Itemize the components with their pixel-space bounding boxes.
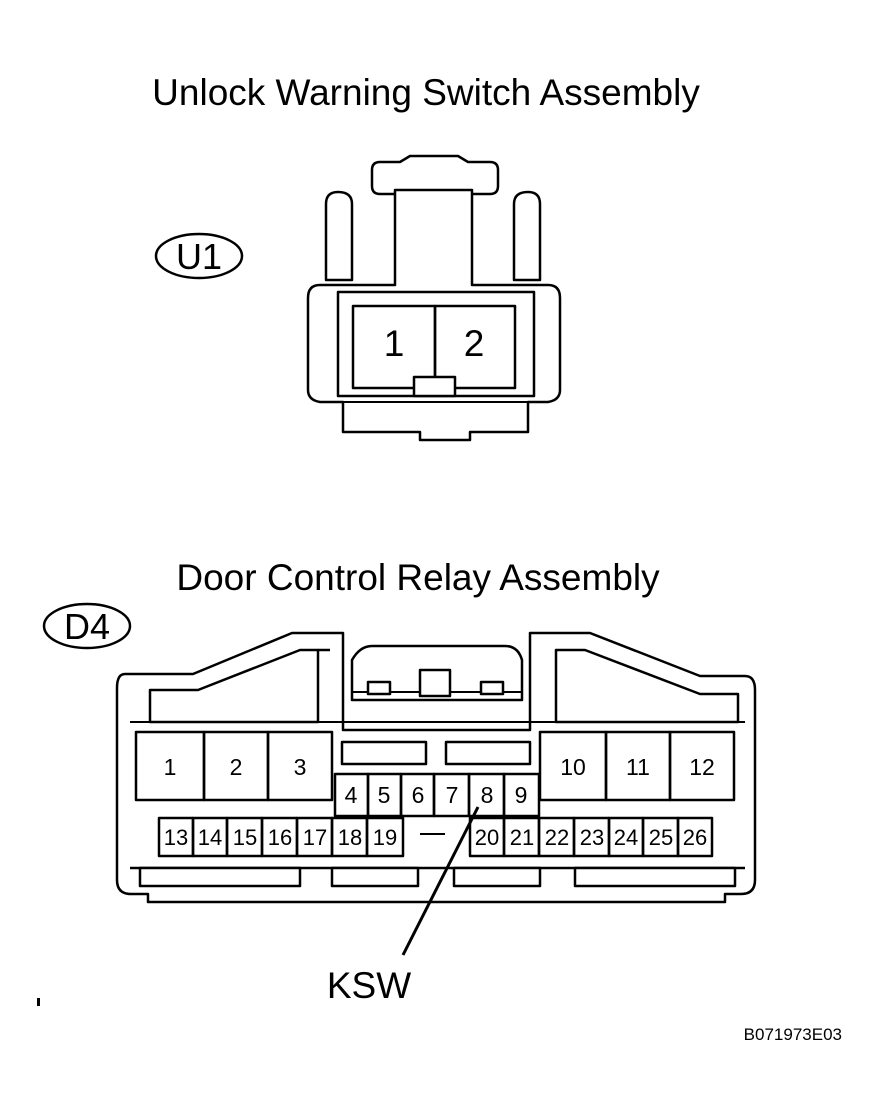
- d4-pin-1: 1: [164, 754, 177, 780]
- stray-mark: [37, 998, 40, 1006]
- d4-title: Door Control Relay Assembly: [176, 557, 660, 598]
- d4-pin-8: 8: [481, 782, 494, 808]
- d4-pin-4: 4: [345, 782, 358, 808]
- d4-pin-15: 15: [233, 825, 257, 850]
- d4-pin-17: 17: [303, 825, 327, 850]
- ksw-callout-label: KSW: [327, 965, 411, 1006]
- d4-pin-25: 25: [649, 825, 673, 850]
- d4-pin-10: 10: [560, 754, 586, 780]
- d4-pin-2: 2: [230, 754, 243, 780]
- ksw-leader-line: [401, 806, 480, 956]
- d4-pin-3: 3: [294, 754, 307, 780]
- d4-pin-14: 14: [198, 825, 222, 850]
- u1-pin-2: 2: [464, 323, 485, 364]
- d4-pin-11: 11: [626, 754, 650, 780]
- d4-pin-13: 13: [164, 825, 188, 850]
- u1-badge-label: U1: [176, 236, 222, 277]
- d4-pin-12: 12: [689, 754, 715, 780]
- d4-pin-6: 6: [412, 782, 425, 808]
- u1-badge: U1: [154, 232, 244, 280]
- d4-pin-20: 20: [475, 825, 499, 850]
- d4-badge: D4: [42, 602, 132, 650]
- d4-pin-22: 22: [545, 825, 569, 850]
- d4-connector-housing: [115, 631, 757, 904]
- d4-pin-21: 21: [510, 825, 534, 850]
- u1-connector-housing: [306, 154, 562, 442]
- d4-pin-19: 19: [373, 825, 397, 850]
- d4-pin-5: 5: [378, 782, 391, 808]
- d4-pin-16: 16: [268, 825, 292, 850]
- d4-badge-label: D4: [64, 606, 110, 647]
- d4-pin-18: 18: [338, 825, 362, 850]
- d4-pin-7: 7: [446, 782, 459, 808]
- d4-pin-26: 26: [683, 825, 707, 850]
- d4-pin-24: 24: [614, 825, 638, 850]
- u1-pin-1: 1: [384, 323, 405, 364]
- u1-title: Unlock Warning Switch Assembly: [152, 72, 700, 113]
- d4-pin-9: 9: [515, 782, 528, 808]
- figure-code: B071973E03: [744, 1025, 842, 1044]
- d4-pin-23: 23: [580, 825, 604, 850]
